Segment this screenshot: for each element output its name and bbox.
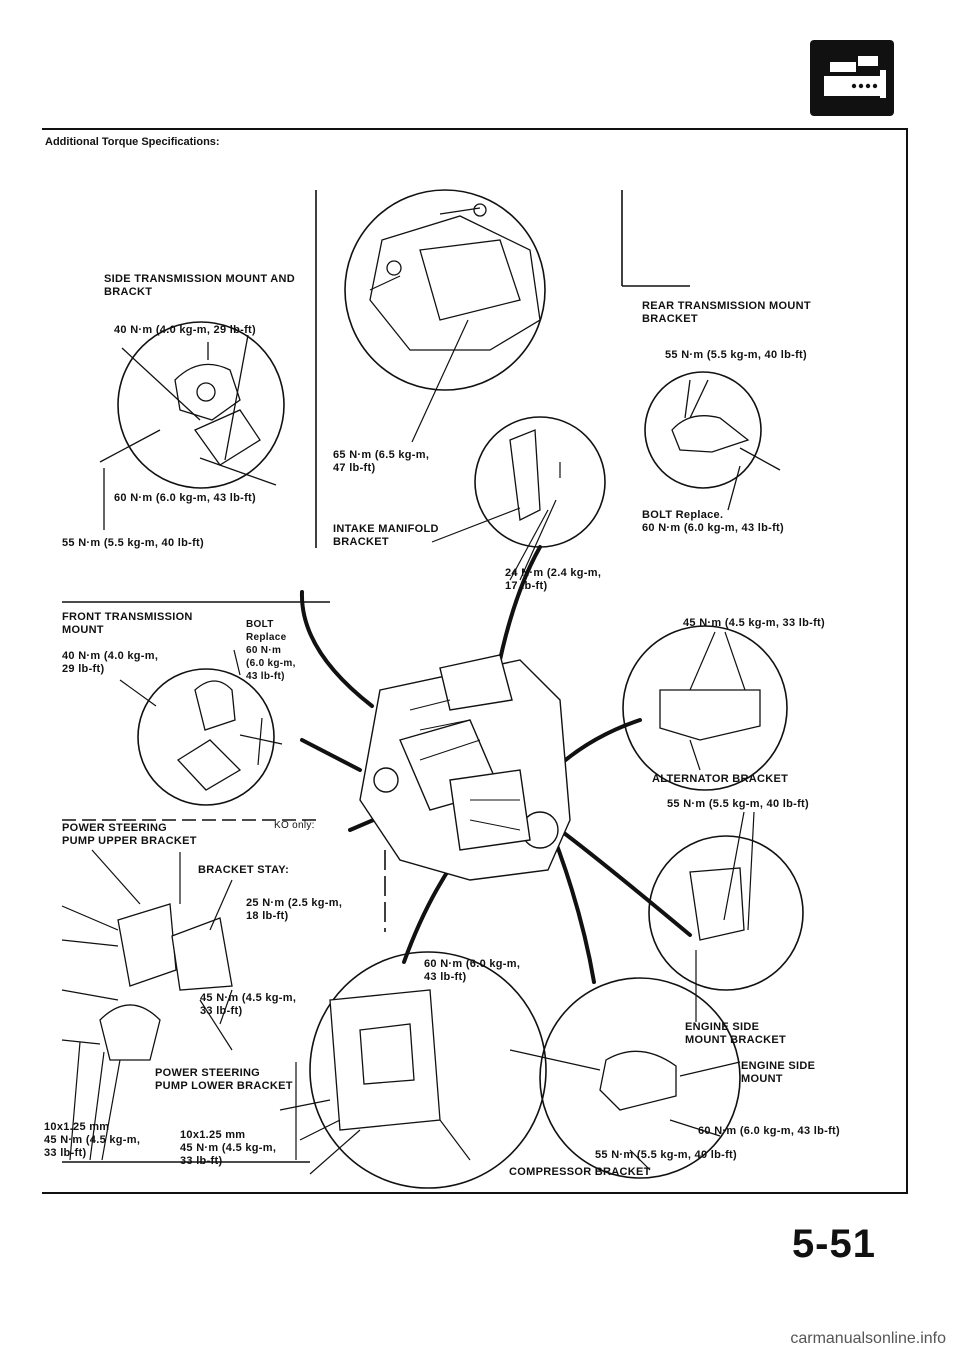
eng-side-torque-label: 55 N·m (5.5 kg-m, 40 lb-ft) xyxy=(667,798,809,810)
alternator-torque-label: 45 N·m (4.5 kg-m, 33 lb-ft) xyxy=(683,617,825,629)
front-mount-label: FRONT TRANSMISSION MOUNT xyxy=(62,611,193,636)
ps-torque-label: 45 N·m (4.5 kg-m, 33 lb-ft) xyxy=(200,992,297,1017)
side-mount-torque-3: 55 N·m (5.5 kg-m, 40 lb-ft) xyxy=(62,537,204,549)
front-bolt-label: BOLT Replace 60 N·m (6.0 kg-m, 43 lb-ft) xyxy=(246,619,296,682)
compressor-torque2-label: 55 N·m (5.5 kg-m, 40 lb-ft) xyxy=(595,1149,737,1161)
rear-bolt-label: BOLT Replace. 60 N·m (6.0 kg-m, 43 lb-ft… xyxy=(642,509,784,534)
side-mount-torque-1: 40 N·m (4.0 kg-m, 29 lb-ft) xyxy=(114,324,256,336)
bolt-10x125-b: 10x1.25 mm 45 N·m (4.5 kg-m, 33 lb-ft) xyxy=(180,1129,277,1167)
power-steering-upper-label: POWER STEERING PUMP UPPER BRACKET xyxy=(62,822,197,847)
stay-torque-label: 25 N·m (2.5 kg-m, 18 lb-ft) xyxy=(246,897,343,922)
page-title: Additional Torque Specifications: xyxy=(45,136,220,148)
rear-mount-torque: 55 N·m (5.5 kg-m, 40 lb-ft) xyxy=(665,349,807,361)
engine-icon-graphic xyxy=(818,50,886,106)
intake-torque-label: 24 N·m (2.4 kg-m, 17 lb-ft) xyxy=(505,567,602,592)
ko-only-label: KO only: xyxy=(274,820,315,831)
top-torque-label: 65 N·m (6.5 kg-m, 47 lb-ft) xyxy=(333,449,430,474)
ps-lower-label: POWER STEERING PUMP LOWER BRACKET xyxy=(155,1067,293,1092)
bracket-stay-label: BRACKET STAY: xyxy=(198,864,290,876)
top-rule xyxy=(42,128,908,130)
right-rule xyxy=(906,128,908,1193)
intake-bracket-label: INTAKE MANIFOLD BRACKET xyxy=(333,523,439,548)
bolt-10x125-a: 10x1.25 mm 45 N·m (4.5 kg-m, 33 lb-ft) xyxy=(44,1121,141,1159)
eng-side-mount-label: ENGINE SIDE MOUNT xyxy=(741,1060,816,1085)
compressor-torque-label: 60 N·m (6.0 kg-m, 43 lb-ft) xyxy=(424,958,521,983)
footer-watermark: carmanualsonline.info xyxy=(790,1330,946,1347)
rear-mount-label: REAR TRANSMISSION MOUNT BRACKET xyxy=(642,300,811,325)
side-mount-torque-2: 60 N·m (6.0 kg-m, 43 lb-ft) xyxy=(114,492,256,504)
eng-side-bracket-label: ENGINE SIDE MOUNT BRACKET xyxy=(685,1021,787,1046)
engine-service-icon xyxy=(810,40,894,116)
alternator-bracket-label: ALTERNATOR BRACKET xyxy=(652,773,789,785)
side-mount-label: SIDE TRANSMISSION MOUNT AND BRACKT xyxy=(104,273,296,298)
eng-mount-torque-label: 60 N·m (6.0 kg-m, 43 lb-ft) xyxy=(698,1125,840,1137)
bottom-rule xyxy=(42,1192,908,1194)
front-mount-torque: 40 N·m (4.0 kg-m, 29 lb-ft) xyxy=(62,650,159,675)
page-number: 5-51 xyxy=(791,1222,876,1266)
compressor-bracket-label: COMPRESSOR BRACKET xyxy=(509,1166,651,1178)
